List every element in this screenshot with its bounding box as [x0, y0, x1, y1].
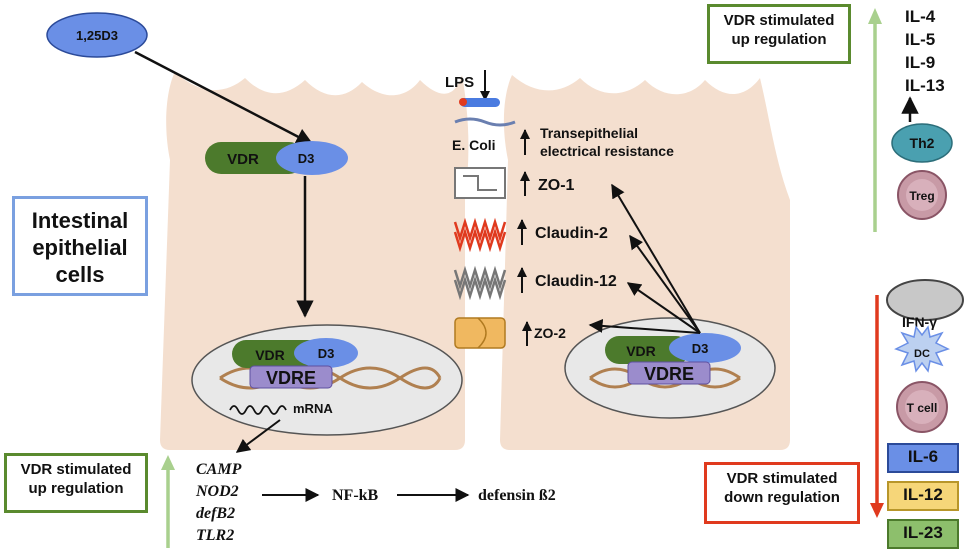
cytokine-il12: IL-12 [887, 481, 959, 511]
il4-label: IL-4 [905, 7, 936, 26]
arrow-ligand-to-vdr [134, 50, 314, 146]
vdr-label: VDR [227, 151, 259, 168]
th2-cell [891, 123, 953, 163]
claudin12-icon [453, 265, 507, 301]
note-up-bottom-line1: VDR stimulated [20, 461, 132, 478]
ter-line1: Transepithelial [540, 125, 638, 141]
d3-nuclear-left [294, 338, 358, 368]
zo1-icon [454, 167, 506, 199]
ifn-gamma-label: IFN-γ [902, 314, 937, 330]
ter-line2: electrical resistance [540, 143, 674, 159]
note-up-bottom: VDR stimulated up regulation [4, 453, 148, 513]
barrier-up-arrows [517, 129, 532, 346]
il9-label: IL-9 [905, 53, 935, 72]
nucleus-to-barrier-arrows [588, 183, 701, 334]
claudin12-label: Claudin-12 [535, 273, 617, 290]
d3-nuclear-label-left: D3 [318, 346, 335, 361]
ifn-gamma-blob [886, 279, 964, 321]
intestinal-epithelial-cells-label: Intestinal epithelial cells [12, 196, 148, 296]
vdr-protein [205, 142, 305, 174]
lps-bacterium [460, 98, 500, 107]
lps-dot [459, 98, 467, 106]
vdre-box-left [249, 365, 333, 389]
up-arrow-left-head [161, 455, 175, 470]
iec-line2: epithelial [32, 235, 128, 260]
d3-nuclear-label-right: D3 [692, 341, 709, 356]
claudin2-icon [453, 217, 507, 253]
dc-label: DC [914, 348, 930, 360]
il5-label: IL-5 [905, 30, 935, 49]
defensin-label: defensin ß2 [478, 487, 556, 504]
note-up-bottom-line2: up regulation [28, 480, 124, 497]
zo1-label: ZO-1 [538, 177, 575, 194]
note-down-line2: down regulation [724, 489, 840, 506]
zo2-icon-detail [477, 317, 487, 349]
ecoli-icon [454, 117, 516, 127]
iec-line3: cells [55, 262, 105, 287]
tcell-label: T cell [907, 401, 938, 415]
cytokine-il6: IL-6 [887, 443, 959, 473]
vdre-label-right: VDRE [644, 364, 694, 384]
vdre-label-left: VDRE [266, 368, 316, 388]
vdre-box-right [627, 361, 711, 385]
cytokine-il23: IL-23 [887, 519, 959, 549]
note-down: VDR stimulated down regulation [704, 462, 860, 524]
d3-nuclear-right [669, 333, 741, 363]
up-arrow-right-head [868, 8, 882, 24]
mrna-label: mRNA [293, 401, 333, 416]
mrna-wave [229, 405, 287, 415]
claudin2-label: Claudin-2 [535, 225, 608, 242]
treg-label: Treg [909, 189, 934, 203]
d3-label: D3 [298, 151, 315, 166]
il13-label: IL-13 [905, 76, 945, 95]
gene-nod2: NOD2 [195, 483, 239, 500]
th2-label: Th2 [910, 135, 935, 151]
nfkb-label: NF-kB [332, 487, 379, 504]
down-arrow-right-head [870, 503, 884, 518]
ligand-1-25d3 [46, 12, 148, 58]
vdr-protein-nuclear-right [605, 336, 690, 364]
zo2-icon [454, 317, 506, 349]
lps-label: LPS [445, 74, 474, 91]
dc-cell [894, 325, 950, 373]
gene-defb2: defB2 [196, 505, 235, 522]
iec-line1: Intestinal [31, 208, 129, 233]
arrow-mrna-to-genes [235, 419, 281, 453]
tcell-cell-inner [905, 390, 939, 424]
vdr-nuclear-label-left: VDR [255, 347, 285, 363]
zo1-icon-detail [463, 175, 497, 191]
gene-camp: CAMP [196, 461, 242, 478]
gene-tlr2: TLR2 [196, 527, 234, 544]
note-up-top-line2: up regulation [731, 31, 827, 48]
note-up-top-line1: VDR stimulated [723, 12, 835, 29]
note-up-top: VDR stimulated up regulation [707, 4, 851, 64]
zo2-label: ZO-2 [534, 325, 566, 341]
ligand-label: 1,25D3 [76, 28, 118, 43]
d3-ligand-bound [276, 141, 348, 175]
ecoli-label: E. Coli [452, 137, 496, 153]
treg-cell-inner [906, 179, 938, 211]
note-down-line1: VDR stimulated [726, 470, 838, 487]
vdr-nuclear-label-right: VDR [626, 343, 656, 359]
